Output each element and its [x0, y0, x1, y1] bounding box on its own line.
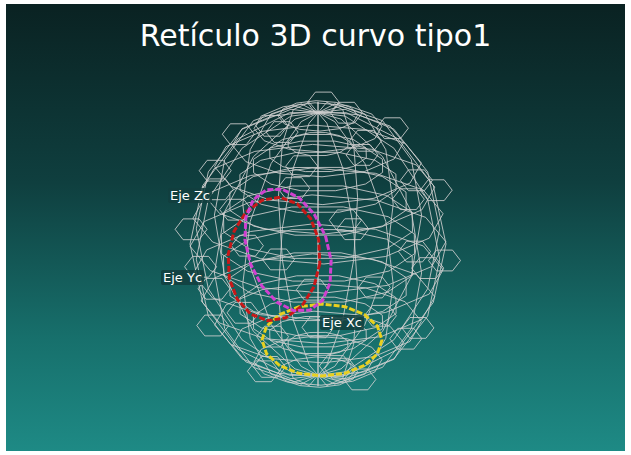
lattice-ring — [214, 106, 421, 381]
lattice-ring — [197, 315, 229, 336]
axis-ring — [228, 197, 320, 320]
axis-label: Eje Yc — [161, 270, 204, 285]
lattice-ring — [256, 115, 288, 136]
lattice-ring — [390, 328, 422, 349]
lattice-ring — [266, 122, 298, 143]
lattice-ring — [329, 210, 361, 231]
lattice-ring — [358, 277, 390, 298]
lattice-ring — [222, 124, 254, 145]
lattice-ring — [231, 235, 263, 256]
lattice-ring — [346, 145, 378, 166]
lattice-ring — [420, 180, 452, 201]
lattice-ring — [399, 241, 431, 262]
lattice-ring — [350, 130, 382, 151]
lattice-ring — [429, 250, 461, 271]
lattice-ring — [278, 102, 357, 385]
lattice-ring — [412, 258, 444, 279]
lattice-ring — [286, 156, 318, 177]
lattice-illustration — [6, 4, 625, 451]
lattice-ring — [364, 305, 396, 326]
lattice-ring — [376, 118, 408, 139]
lattice-ring — [199, 160, 231, 181]
lattice-ring — [175, 219, 207, 240]
diagram-title: Retículo 3D curvo tipo1 — [6, 18, 625, 53]
lattice-ring — [278, 102, 357, 385]
render-background: Retículo 3D curvo tipo1Eje Zc Eje Yc Eje X… — [6, 4, 625, 451]
axis-label: Eje Zc — [168, 188, 212, 203]
lattice-ring — [337, 219, 369, 240]
axis-label: Eje Xc — [320, 315, 364, 330]
lattice-ring — [257, 326, 289, 347]
lattice-ring — [262, 249, 294, 270]
axis-ring — [262, 304, 382, 376]
lattice-ring — [254, 357, 286, 378]
lattice-ring — [196, 109, 439, 378]
lattice-ring — [392, 189, 424, 210]
lattice-ring — [318, 102, 319, 386]
axis-ring — [245, 189, 331, 311]
lattice-ring — [330, 102, 362, 123]
lattice-ring — [247, 361, 279, 382]
lattice-ring — [307, 92, 339, 113]
